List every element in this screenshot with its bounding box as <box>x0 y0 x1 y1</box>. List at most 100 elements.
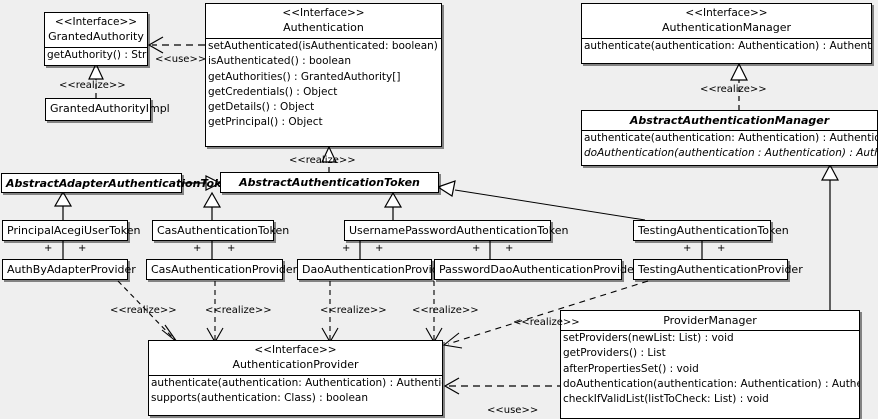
class-authentication[interactable]: <<Interface>> Authentication setAuthenti… <box>205 3 442 147</box>
operation: authenticate(authentication: Authenticat… <box>584 40 871 52</box>
label-realize-abstract-authentication-token: <<realize>> <box>289 155 356 166</box>
class-auth-by-adapter-provider[interactable]: AuthByAdapterProvider <box>2 259 136 280</box>
class-name: AbstractAdapterAuthenticationToken <box>6 177 237 190</box>
divider <box>582 38 871 39</box>
operation: getCredentials() : Object <box>208 85 338 98</box>
label-realize-dao-authentication-provider: <<realize>> <box>320 305 387 316</box>
class-provider-manager[interactable]: ProviderManager setProviders(newList: Li… <box>560 310 860 419</box>
label-use-provider-manager-authentication-provider: <<use>> <box>487 405 539 416</box>
association-marker: + <box>227 243 236 254</box>
class-username-password-authentication-token[interactable]: UsernamePasswordAuthenticationToken <box>344 220 569 241</box>
stereotype-label: <<Interface>> <box>685 7 768 19</box>
operations-compartment: setAuthenticated(isAuthenticated: boolea… <box>206 39 441 132</box>
class-header: AuthByAdapterProvider <box>3 260 136 279</box>
association-marker: + <box>683 243 692 254</box>
label-realize-testing-authentication-provider: <<realize>> <box>513 317 580 328</box>
class-header: PasswordDaoAuthenticationProvider <box>435 260 639 279</box>
label-realize-cas-authentication-provider: <<realize>> <box>205 305 272 316</box>
operation: getPrincipal() : Object <box>208 116 323 129</box>
class-name: DaoAuthenticationProvider <box>302 263 450 276</box>
label-realize-authentication-manager: <<realize>> <box>700 84 767 95</box>
class-name: Authentication <box>283 21 364 34</box>
class-dao-authentication-provider[interactable]: DaoAuthenticationProvider <box>297 259 450 280</box>
class-name: GrantedAuthority <box>48 30 144 43</box>
class-granted-authority-impl[interactable]: GrantedAuthorityImpl <box>45 98 170 121</box>
class-cas-authentication-token[interactable]: CasAuthenticationToken <box>152 220 290 241</box>
class-abstract-adapter-authentication-token[interactable]: AbstractAdapterAuthenticationToken <box>1 173 237 193</box>
class-granted-authority[interactable]: <<Interface>> GrantedAuthority getAuthor… <box>44 12 148 66</box>
class-name: AbstractAuthenticationToken <box>239 176 420 189</box>
operation: doAuthentication(authentication: Authent… <box>563 377 859 390</box>
label-realize-auth-by-adapter-provider: <<realize>> <box>110 305 177 316</box>
class-header: <<Interface>> GrantedAuthority <box>45 13 147 47</box>
class-name: ProviderManager <box>663 314 757 327</box>
class-header: <<Interface>> Authentication <box>206 4 441 38</box>
operations-compartment: getAuthority() : String <box>45 48 147 64</box>
operation: getAuthority() : String <box>47 49 147 61</box>
class-abstract-authentication-token[interactable]: AbstractAuthenticationToken <box>220 172 439 193</box>
operation: doAuthentication(authentication : Authen… <box>584 147 877 160</box>
label-realize-granted-authority-impl: <<realize>> <box>59 80 126 91</box>
class-header: <<Interface>> AuthenticationManager <box>582 4 871 38</box>
label-realize-password-dao-authentication-provider: <<realize>> <box>412 305 479 316</box>
class-testing-authentication-token[interactable]: TestingAuthenticationToken <box>633 220 789 241</box>
association-marker: + <box>44 243 53 254</box>
class-name: TestingAuthenticationToken <box>638 224 789 237</box>
class-name: TestingAuthenticationProvider <box>638 263 803 276</box>
operation: getDetails() : Object <box>208 101 315 114</box>
class-header: TestingAuthenticationToken <box>634 221 789 240</box>
class-name: UsernamePasswordAuthenticationToken <box>349 224 569 237</box>
class-header: AbstractAuthenticationManager <box>582 111 877 130</box>
class-name: CasAuthenticationToken <box>157 224 290 237</box>
operations-compartment: authenticate(authentication: Authenticat… <box>149 376 442 408</box>
class-header: ProviderManager <box>561 311 859 330</box>
stereotype-label: <<Interface>> <box>254 344 337 356</box>
class-header: UsernamePasswordAuthenticationToken <box>345 221 569 240</box>
label-use-authentication-granted-authority: <<use>> <box>155 54 207 65</box>
class-name: PrincipalAcegiUserToken <box>7 224 141 237</box>
class-header: AbstractAdapterAuthenticationToken <box>2 174 237 193</box>
divider <box>582 130 877 131</box>
operations-compartment: authenticate(authentication: Authenticat… <box>582 39 871 55</box>
class-header: CasAuthenticationToken <box>153 221 290 240</box>
class-password-dao-authentication-provider[interactable]: PasswordDaoAuthenticationProvider <box>434 259 639 280</box>
association-marker: + <box>78 243 87 254</box>
class-principal-acegi-user-token[interactable]: PrincipalAcegiUserToken <box>2 220 141 241</box>
operations-compartment: authenticate(authentication: Authenticat… <box>582 131 877 163</box>
class-header: AbstractAuthenticationToken <box>221 173 438 192</box>
class-header: GrantedAuthorityImpl <box>46 99 170 118</box>
divider <box>206 38 441 39</box>
operations-compartment: setProviders(newList: List) : void getPr… <box>561 331 859 408</box>
class-authentication-provider[interactable]: <<Interface>> AuthenticationProvider aut… <box>148 340 443 416</box>
divider <box>45 47 147 48</box>
class-name: AuthByAdapterProvider <box>7 263 136 276</box>
operation: isAuthenticated() : boolean <box>208 55 351 68</box>
operation: getAuthorities() : GrantedAuthority[] <box>208 70 401 83</box>
divider <box>561 330 859 331</box>
class-header: DaoAuthenticationProvider <box>298 260 450 279</box>
divider <box>149 375 442 376</box>
operation: supports(authentication: Class) : boolea… <box>151 392 368 405</box>
class-name: GrantedAuthorityImpl <box>50 102 170 115</box>
class-header: PrincipalAcegiUserToken <box>3 221 141 240</box>
class-cas-authentication-provider[interactable]: CasAuthenticationProvider <box>146 259 298 280</box>
class-testing-authentication-provider[interactable]: TestingAuthenticationProvider <box>633 259 803 280</box>
class-header: <<Interface>> AuthenticationProvider <box>149 341 442 375</box>
class-header: TestingAuthenticationProvider <box>634 260 803 279</box>
association-marker: + <box>717 243 726 254</box>
class-authentication-manager[interactable]: <<Interface>> AuthenticationManager auth… <box>581 3 872 64</box>
class-name: PasswordDaoAuthenticationProvider <box>439 263 639 276</box>
association-marker: + <box>193 243 202 254</box>
operation: afterPropertiesSet() : void <box>563 362 699 375</box>
operation: authenticate(authentication: Authenticat… <box>584 132 877 144</box>
class-header: CasAuthenticationProvider <box>147 260 298 279</box>
stereotype-label: <<Interface>> <box>54 16 138 28</box>
operation: setProviders(newList: List) : void <box>563 332 734 344</box>
operation: authenticate(authentication: Authenticat… <box>151 377 442 389</box>
stereotype-label: <<Interface>> <box>282 7 365 19</box>
class-name: CasAuthenticationProvider <box>151 263 298 276</box>
class-name: AuthenticationManager <box>662 21 791 34</box>
association-marker: + <box>342 243 351 254</box>
class-abstract-authentication-manager[interactable]: AbstractAuthenticationManager authentica… <box>581 110 878 166</box>
